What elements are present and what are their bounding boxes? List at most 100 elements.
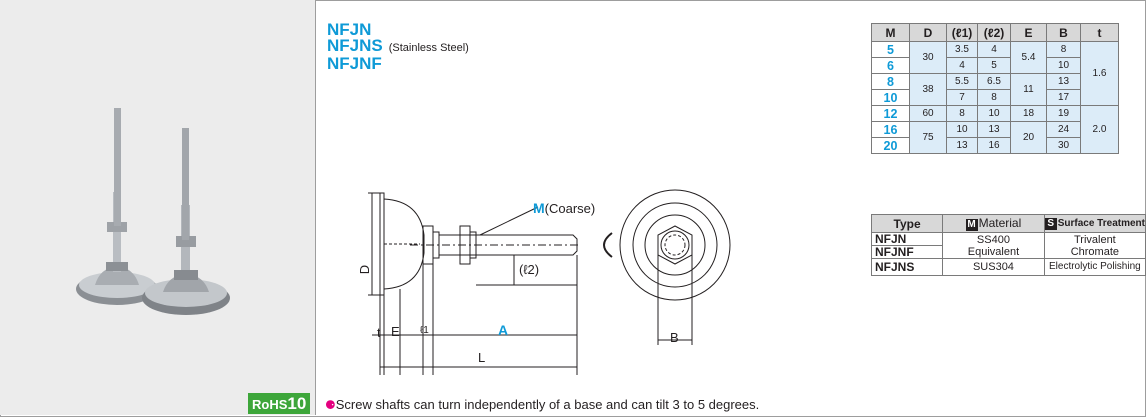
table-row: NFJNF [870, 245, 1146, 259]
cell-b: 17 [1046, 89, 1081, 106]
product-photo-panel: RoHS10 [0, 0, 316, 415]
title-nfjns-note: (Stainless Steel) [388, 41, 469, 54]
table-row: 20 13 16 30 [871, 137, 1119, 154]
table-row: 12 60 8 10 18 19 2.0 [871, 105, 1119, 154]
cell-d: 38 [909, 73, 947, 106]
cell-t: 2.0 [1080, 105, 1119, 154]
dimension-table: M D (ℓ1) (ℓ2) E B t 5 30 3.5 4 5.4 8 1.6… [871, 23, 1119, 154]
footnote: ⚈Screw shafts can turn independently of … [325, 397, 759, 412]
cell-l1: 3.5 [946, 41, 978, 58]
table-row: 6 4 5 10 [871, 57, 1119, 74]
surface-label: Surface Treatment [1057, 217, 1145, 229]
cell-m: 20 [871, 137, 910, 154]
cell-type: NFJNS [870, 258, 944, 276]
cell-b: 13 [1046, 73, 1081, 90]
table-row: 5 30 3.5 4 5.4 8 1.6 [871, 41, 1119, 106]
rohs-number: 10 [287, 394, 307, 413]
header-m: M [871, 23, 910, 42]
dim-d: D [357, 264, 373, 275]
dim-e: E [391, 324, 400, 339]
cell-l1: 10 [946, 121, 978, 138]
material-line2: Equivalent [967, 245, 1020, 258]
cell-m: 16 [871, 121, 910, 138]
cell-b: 10 [1046, 57, 1081, 74]
cell-d: 60 [909, 105, 947, 122]
title-nfjnf: NFJNF [327, 54, 382, 73]
cell-l2: 5 [977, 57, 1011, 74]
cell-m: 6 [871, 57, 910, 74]
cell-d: 30 [909, 41, 947, 74]
cell-l2: 10 [977, 105, 1011, 122]
surface-line2: Chromate [1070, 245, 1119, 258]
table-row: 8 38 5.5 6.5 11 13 [871, 73, 1119, 106]
cell-m: 10 [871, 89, 910, 106]
cell-l2: 6.5 [977, 73, 1011, 90]
dim-t: t [377, 325, 381, 340]
title-nfjns: NFJNS (Stainless Steel) [327, 35, 469, 57]
header-e: E [1010, 23, 1047, 42]
cell-e: 18 [1010, 105, 1047, 122]
cell-l2: 16 [977, 137, 1011, 154]
header-l1: (ℓ1) [946, 23, 978, 42]
cell-l1: 4 [946, 57, 978, 74]
header-b: B [1046, 23, 1081, 42]
lightbulb-icon: ⚈ [325, 398, 336, 412]
cell-b: 19 [1046, 105, 1081, 122]
material-label: Material [978, 216, 1022, 230]
dim-b: B [670, 330, 679, 345]
table-row: 10 7 8 17 [871, 89, 1119, 106]
header-l2: (ℓ2) [977, 23, 1011, 42]
dim-l: L [478, 350, 486, 365]
cell-b: 8 [1046, 41, 1081, 58]
m-note: (Coarse) [544, 201, 596, 216]
cell-b: 24 [1046, 121, 1081, 138]
cell-l1: 5.5 [946, 73, 978, 90]
cell-type: NFJN [870, 232, 944, 246]
cell-type: NFJNF [870, 245, 944, 259]
dim-a: A [498, 322, 509, 338]
cell-l1: 7 [946, 89, 978, 106]
cell-m: 12 [871, 105, 910, 122]
rohs-badge: RoHS10 [248, 393, 311, 414]
surface-icon: S [1044, 217, 1057, 230]
table-row: NFJNS SUS304 Electrolytic Polishing [870, 258, 1146, 276]
dimension-table-header: M D (ℓ1) (ℓ2) E B t [871, 23, 1119, 42]
title-nfjns-code: NFJNS [327, 35, 383, 55]
cell-b: 30 [1046, 137, 1081, 154]
cell-m: 8 [871, 73, 910, 90]
cell-l2: 8 [977, 89, 1011, 106]
cell-d: 75 [909, 121, 947, 154]
dim-l1: ℓ1 [420, 325, 429, 336]
m-label: M(Coarse) [533, 200, 595, 216]
header-type: Type [870, 214, 944, 233]
rohs-label: RoHS [252, 397, 288, 412]
material-line1: SS400 [976, 233, 1010, 246]
cell-t: 1.6 [1080, 41, 1119, 106]
cell-l1: 8 [946, 105, 978, 122]
material-icon: M [965, 219, 978, 231]
surface-line1: Trivalent [1073, 233, 1116, 246]
product-titles: NFJN NFJNS (Stainless Steel) NFJNF [327, 20, 469, 73]
cell-l2: 13 [977, 121, 1011, 138]
technical-drawing [368, 189, 731, 375]
m-letter: M [533, 200, 545, 216]
title-nfjn: NFJN [327, 20, 372, 39]
cell-l1: 13 [946, 137, 978, 154]
cell-e: 11 [1010, 73, 1047, 106]
cell-e: 5.4 [1010, 41, 1047, 74]
cell-m: 5 [871, 41, 910, 58]
cell-l2: 4 [977, 41, 1011, 58]
cell-e: 20 [1010, 121, 1047, 154]
leveling-feet-photo [76, 108, 230, 315]
dim-l2: (ℓ2) [519, 262, 540, 277]
header-d: D [909, 23, 947, 42]
cell-surface: Electrolytic Polishing [1043, 258, 1146, 276]
header-t: t [1080, 23, 1119, 42]
